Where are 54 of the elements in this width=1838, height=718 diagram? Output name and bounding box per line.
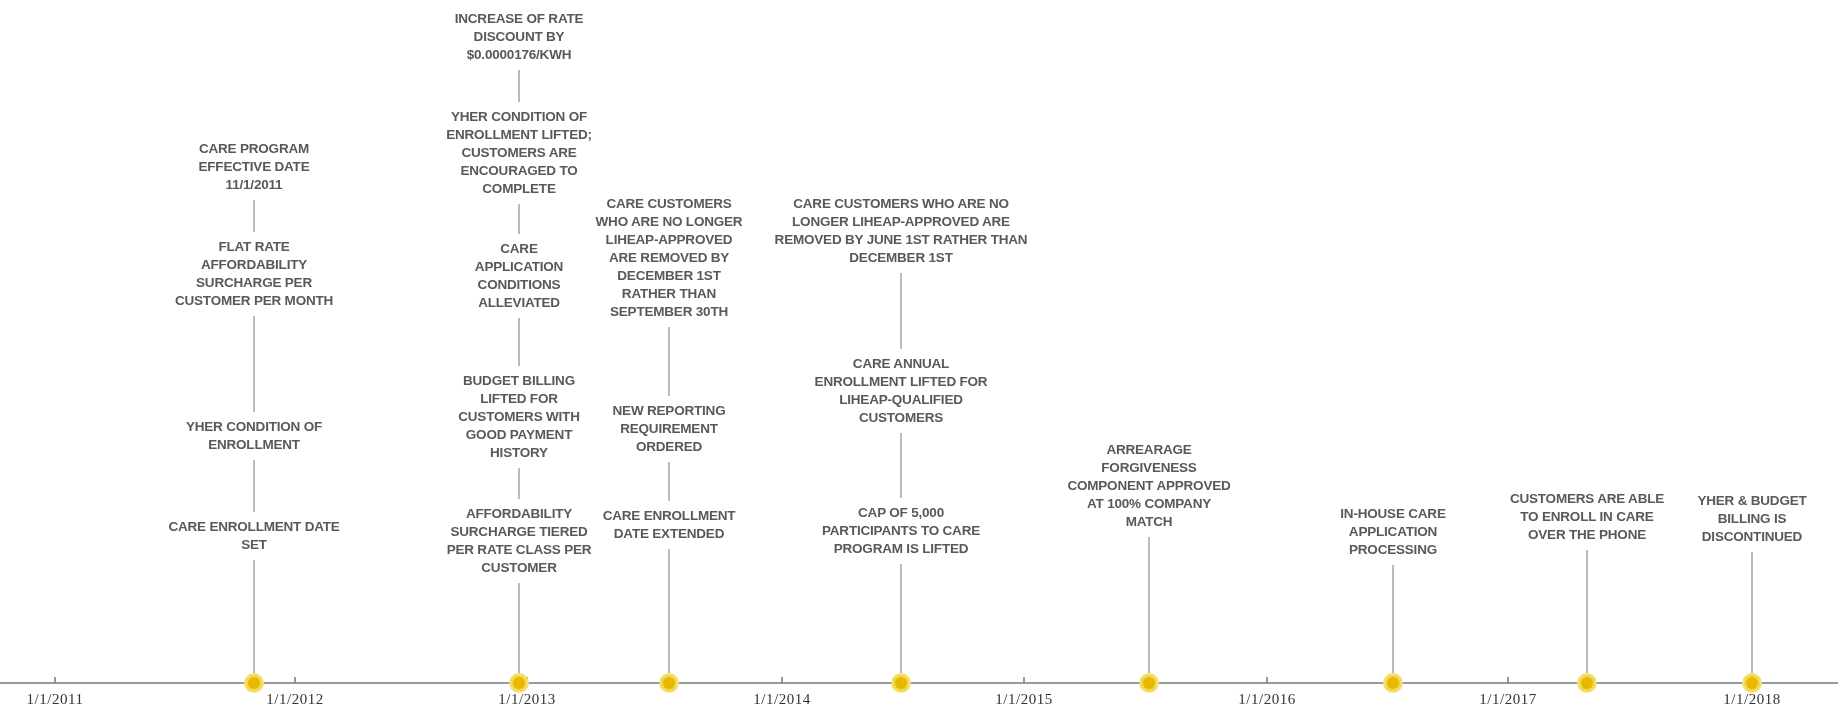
connector-line xyxy=(900,272,902,350)
event-text: FLAT RATE AFFORDABILITY SURCHARGE PER CUSTOMER PER MONTH xyxy=(169,238,339,310)
axis-date-label: 1/1/2012 xyxy=(266,691,324,708)
event-text: IN-HOUSE CARE APPLICATION PROCESSING xyxy=(1320,505,1466,559)
timeline-marker xyxy=(1577,673,1597,693)
event-text: CARE ENROLLMENT DATE SET xyxy=(166,518,342,554)
axis-date-label: 1/1/2015 xyxy=(995,691,1053,708)
connector-line xyxy=(1586,549,1588,674)
axis-date-label: 1/1/2011 xyxy=(26,691,84,708)
timeline-marker xyxy=(509,673,529,693)
connector-line xyxy=(1148,536,1150,674)
event-text: CARE PROGRAM EFFECTIVE DATE 11/1/2011 xyxy=(169,140,339,194)
event-text: INCREASE OF RATE DISCOUNT BY $0.0000176/KWH xyxy=(434,10,604,64)
event-text: YHER CONDITION OF ENROLLMENT xyxy=(166,418,342,454)
axis-date-label: 1/1/2014 xyxy=(753,691,811,708)
connector-line xyxy=(518,69,520,103)
connector-line xyxy=(253,199,255,233)
timeline-marker xyxy=(659,673,679,693)
connector-line xyxy=(1392,564,1394,674)
connector-line xyxy=(668,461,670,502)
connector-line xyxy=(668,326,670,397)
timeline-marker xyxy=(244,673,264,693)
connector-line xyxy=(518,582,520,674)
event-text: CAP OF 5,000 PARTICIPANTS TO CARE PROGRAM IS LIFTED xyxy=(813,504,989,558)
connector-line xyxy=(900,563,902,674)
event-text: AFFORDABILITY SURCHARGE TIERED PER RATE CLASS PER CUSTOMER xyxy=(443,505,595,577)
connector-line xyxy=(253,559,255,674)
timeline-marker xyxy=(1139,673,1159,693)
event-text: CARE CUSTOMERS WHO ARE NO LONGER LIHEAP-APPROVED ARE REMOVED BY DECEMBER 1ST RATHER THAN SEPTEMBER 30TH xyxy=(591,195,747,321)
event-text: YHER & BUDGET BILLING IS DISCONTINUED xyxy=(1677,492,1827,546)
event-text: YHER CONDITION OF ENROLLMENT LIFTED; CUSTOMERS ARE ENCOURAGED TO COMPLETE xyxy=(433,108,605,198)
axis-date-label: 1/1/2013 xyxy=(498,691,556,708)
axis-date-label: 1/1/2018 xyxy=(1723,691,1781,708)
connector-line xyxy=(518,203,520,235)
event-text: BUDGET BILLING LIFTED FOR CUSTOMERS WITH GOOD PAYMENT HISTORY xyxy=(444,372,594,462)
connector-line xyxy=(253,315,255,413)
event-text: CARE CUSTOMERS WHO ARE NO LONGER LIHEAP-APPROVED ARE REMOVED BY JUNE 1ST RATHER THAN DECEMBER 1ST xyxy=(771,195,1031,267)
connector-line xyxy=(518,317,520,367)
connector-line xyxy=(1751,551,1753,674)
connector-line xyxy=(900,432,902,499)
axis-date-label: 1/1/2016 xyxy=(1238,691,1296,708)
connector-line xyxy=(518,467,520,500)
event-text: NEW REPORTING REQUIREMENT ORDERED xyxy=(604,402,734,456)
event-text: CARE APPLICATION CONDITIONS ALLEVIATED xyxy=(459,240,579,312)
timeline-marker xyxy=(891,673,911,693)
event-text: CARE ANNUAL ENROLLMENT LIFTED FOR LIHEAP-QUALIFIED CUSTOMERS xyxy=(811,355,991,427)
connector-line xyxy=(253,459,255,513)
timeline-marker xyxy=(1383,673,1403,693)
event-text: CARE ENROLLMENT DATE EXTENDED xyxy=(601,507,737,543)
timeline-marker xyxy=(1742,673,1762,693)
axis-date-label: 1/1/2017 xyxy=(1479,691,1537,708)
connector-line xyxy=(668,548,670,674)
event-text: CUSTOMERS ARE ABLE TO ENROLL IN CARE OVER THE PHONE xyxy=(1507,490,1667,544)
event-text: ARREARAGE FORGIVENESS COMPONENT APPROVED AT 100% COMPANY MATCH xyxy=(1064,441,1234,531)
